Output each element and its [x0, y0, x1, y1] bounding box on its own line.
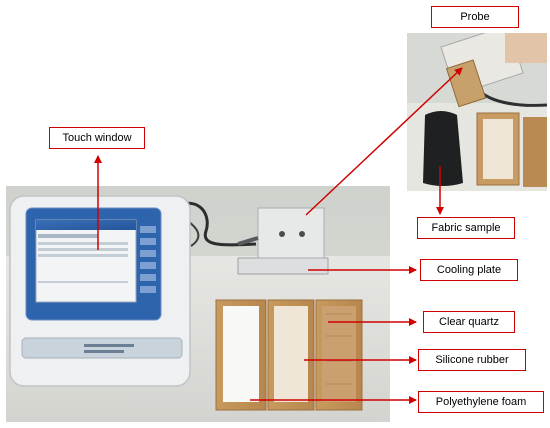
probe-inset-photo — [407, 33, 547, 191]
callout-probe: Probe — [431, 6, 519, 28]
arrow-probe — [305, 67, 463, 216]
callout-clear-quartz: Clear quartz — [423, 311, 515, 333]
callout-fabric-sample: Fabric sample — [417, 217, 515, 239]
callout-silicone-rubber: Silicone rubber — [418, 349, 526, 371]
callout-touch-window: Touch window — [49, 127, 145, 149]
instrument-photo — [6, 186, 390, 422]
callout-cooling-plate: Cooling plate — [420, 259, 518, 281]
callout-polyethylene-foam: Polyethylene foam — [418, 391, 544, 413]
